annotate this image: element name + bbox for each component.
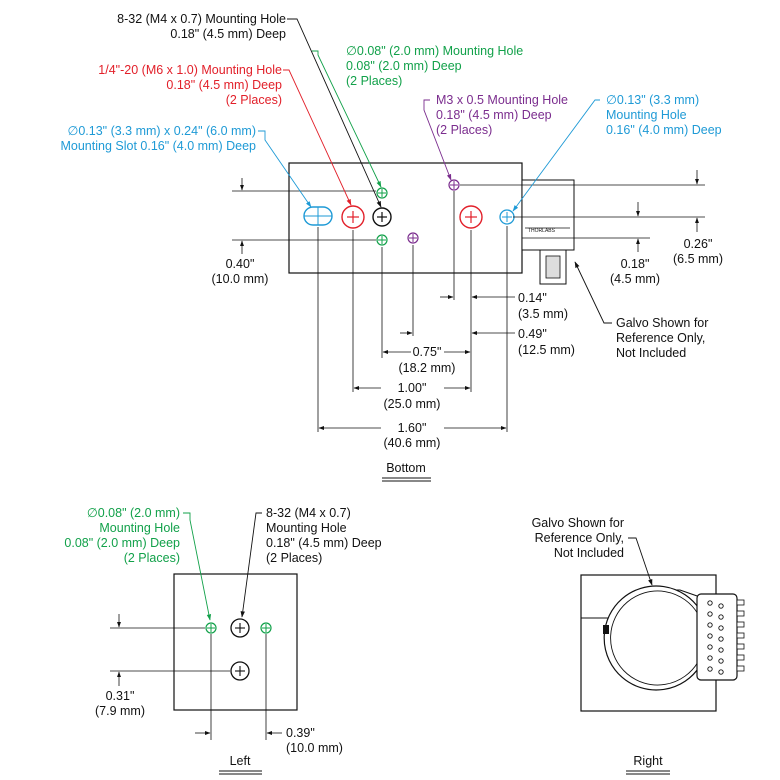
callout-m3-line2: 0.18" (4.5 mm) Deep [436,108,552,122]
right-leader-galvo [628,537,653,586]
dim-100-mm: (25.0 mm) [384,397,441,411]
leader-slot [258,130,312,208]
bottom-quarter20-hole-2 [459,205,483,229]
left-view: ∅0.08" (2.0 mm) Mounting Hole 0.08" (2.0… [64,506,382,775]
right-view-title: Right [633,754,663,768]
leader-quarter20 [283,69,352,206]
left-mount-outline [173,573,298,711]
callout-832-line2: 0.18" (4.5 mm) Deep [170,27,286,41]
left-callout-832-line1: 8-32 (M4 x 0.7) [266,506,351,520]
callout-m3-line1: M3 x 0.5 Mounting Hole [436,93,568,107]
dim-018-mm: (4.5 mm) [610,272,660,286]
dim-026-mm: (6.5 mm) [673,252,723,266]
leader-m3 [423,99,452,181]
dim-040-mm: (10.0 mm) [212,272,269,286]
left-d008-hole-1 [205,622,217,634]
left-callout-d008-line2: Mounting Hole [99,521,180,535]
callout-d013-line2: Mounting Hole [606,108,687,122]
callout-slot-line1: ∅0.13" (3.3 mm) x 0.24" (6.0 mm) [67,124,256,138]
leader-d008 [312,50,382,188]
dim-160-mm: (40.6 mm) [384,436,441,450]
bottom-extension-lines [317,191,508,432]
svg-text:THORLABS: THORLABS [528,228,556,234]
dim-049-mm: (12.5 mm) [518,343,575,357]
left-dim-031-mm: (7.9 mm) [95,704,145,718]
left-callout-d008-line3: 0.08" (2.0 mm) Deep [64,536,180,550]
callout-d008-line1: ∅0.08" (2.0 mm) Mounting Hole [346,44,523,58]
dim-018-in: 0.18" [621,257,650,271]
callout-quarter20-line3: (2 Places) [226,93,282,107]
callout-d008-line2: 0.08" (2.0 mm) Deep [346,59,462,73]
callout-slot-line2: Mounting Slot 0.16" (4.0 mm) Deep [60,139,256,153]
left-callout-832-line2: Mounting Hole [266,521,347,535]
bottom-832-hole [372,207,392,227]
right-view: Galvo Shown for Reference Only, Not Incl… [532,516,745,775]
callout-m3-line3: (2 Places) [436,123,492,137]
bottom-quarter20-hole-1 [341,205,365,229]
leader-d013 [512,99,600,212]
dim-014-in: 0.14" [518,291,547,305]
callout-d013-line1: ∅0.13" (3.3 mm) [606,93,699,107]
left-view-title: Left [230,754,251,768]
right-galvo-reference [581,585,745,691]
dim-026-in: 0.26" [684,237,713,251]
left-832-hole-2 [230,661,250,681]
dim-049-in: 0.49" [518,327,547,341]
bottom-m3-hole-2 [407,232,419,244]
left-leader-d008 [183,512,212,621]
callout-d008-line3: (2 Places) [346,74,402,88]
bottom-mount-outline [288,162,523,274]
bottom-m3-hole-1 [448,179,460,191]
bottom-d008-hole-1 [376,187,388,199]
right-galvo-note-line2: Reference Only, [535,531,624,545]
bottom-galvo-note-line3: Not Included [616,346,686,360]
left-callout-d008-line4: (2 Places) [124,551,180,565]
bottom-horizontal-extensions [232,184,705,241]
left-callout-832-line3: 0.18" (4.5 mm) Deep [266,536,382,550]
bottom-view-title: Bottom [386,461,426,475]
bottom-galvo-reference: THORLABS [521,179,575,285]
left-callout-d008-line1: ∅0.08" (2.0 mm) [87,506,180,520]
left-extension-lines [110,627,267,740]
bottom-galvo-note-line1: Galvo Shown for [616,316,708,330]
left-d008-hole-2 [260,622,272,634]
dim-160-in: 1.60" [398,421,427,435]
left-dim-039-in: 0.39" [286,726,315,740]
bottom-galvo-note-line2: Reference Only, [616,331,705,345]
bottom-slot [303,206,333,226]
dim-075-mm: (18.2 mm) [399,361,456,375]
left-832-hole-1 [230,618,250,638]
leader-bottom-galvo [574,261,612,324]
left-dim-031-in: 0.31" [106,689,135,703]
dim-040-in: 0.40" [226,257,255,271]
right-galvo-note-line3: Not Included [554,546,624,560]
leader-832 [287,18,382,208]
right-galvo-note-line1: Galvo Shown for [532,516,624,530]
left-leader-832 [240,512,262,618]
dim-075-in: 0.75" [413,345,442,359]
left-dim-039-mm: (10.0 mm) [286,741,343,755]
dim-100-in: 1.00" [398,381,427,395]
bottom-d013-hole [499,209,515,225]
bottom-d008-hole-2 [376,234,388,246]
dim-014-mm: (3.5 mm) [518,307,568,321]
bottom-view: THORLABS [60,12,723,482]
callout-quarter20-line1: 1/4"-20 (M6 x 1.0) Mounting Hole [98,63,282,77]
callout-832-line1: 8-32 (M4 x 0.7) Mounting Hole [117,12,286,26]
callout-quarter20-line2: 0.18" (4.5 mm) Deep [166,78,282,92]
left-callout-832-line4: (2 Places) [266,551,322,565]
callout-d013-line3: 0.16" (4.0 mm) Deep [606,123,722,137]
